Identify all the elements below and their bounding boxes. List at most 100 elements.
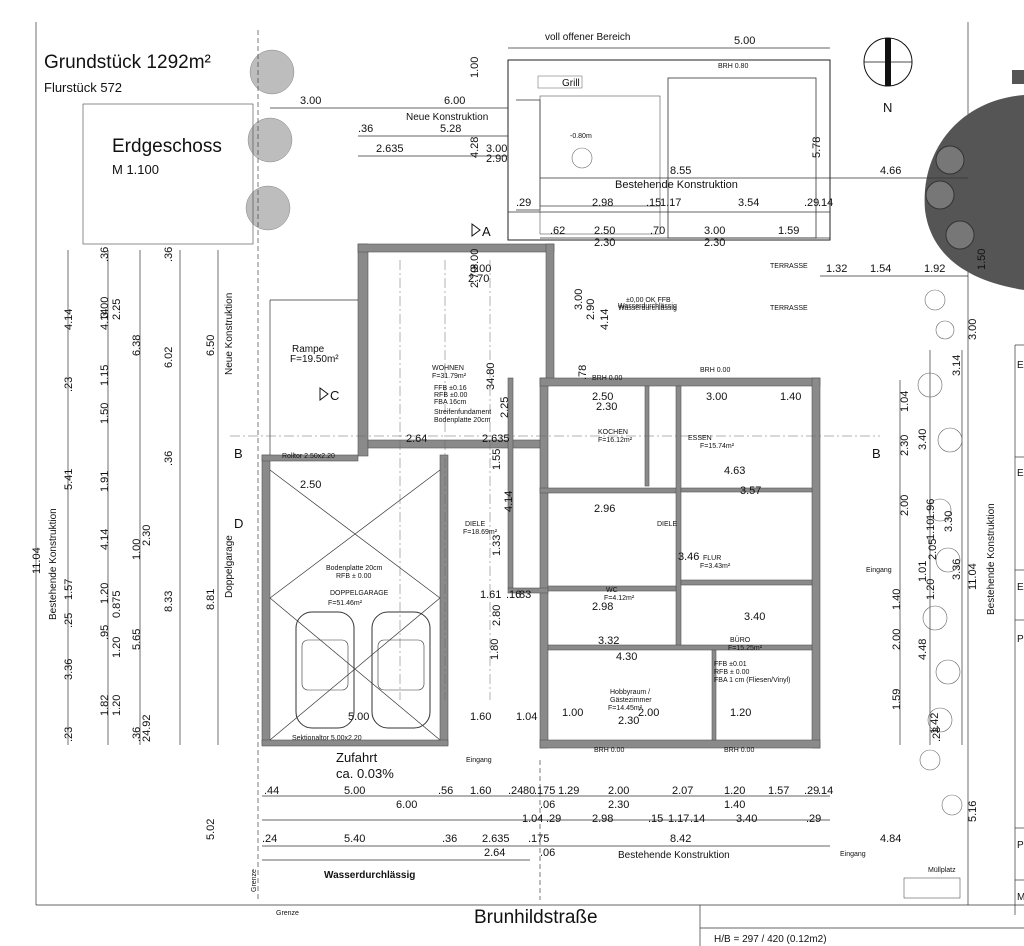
dim-v-61: 1.01 bbox=[917, 561, 929, 582]
dim-h-88: .06 bbox=[540, 847, 555, 859]
existing-left-vertical: Bestehende Konstruktion bbox=[48, 508, 59, 620]
title-block: Grundstück 1292m² Flurstück 572 Erdgesch… bbox=[44, 52, 254, 245]
dim-h-34: 2.635 bbox=[482, 433, 510, 445]
legend-letters: E E E P P M bbox=[1017, 360, 1024, 903]
dim-h-77: .14 bbox=[690, 813, 705, 825]
dim-h-73: .29 bbox=[546, 813, 561, 825]
dim-v-62: 1.20 bbox=[925, 579, 937, 600]
dim-h-84: .175 bbox=[528, 833, 549, 845]
dim-v-24: 1.57 bbox=[63, 579, 75, 600]
dim-v-46: 34.80 bbox=[485, 362, 497, 390]
room-garage-area: F=51.46m² bbox=[328, 600, 363, 607]
dim-h-60: .175 bbox=[534, 785, 555, 797]
brh-bottom-2: BRH 0.00 bbox=[724, 747, 754, 754]
dim-v-37: .36 bbox=[131, 727, 143, 742]
dim-h-43: 2.98 bbox=[592, 601, 613, 613]
dim-v-63: 1.40 bbox=[891, 589, 903, 610]
dim-h-41: .16 bbox=[506, 589, 521, 601]
dim-h-38: 2.96 bbox=[594, 503, 615, 515]
dim-v-4: 3.00 bbox=[967, 319, 979, 340]
buero-ffb: FFB ±0.01 bbox=[714, 661, 747, 668]
dim-h-79: .29 bbox=[806, 813, 821, 825]
dim-h-9: 4.66 bbox=[880, 165, 901, 177]
dim-h-35: 4.63 bbox=[724, 465, 745, 477]
dim-v-1: 4.28 bbox=[469, 137, 481, 158]
dim-v-69: 11.04 bbox=[967, 563, 979, 590]
garage-base-plate: Bodenplatte 20cm bbox=[326, 565, 383, 572]
dim-h-86: 4.84 bbox=[880, 833, 901, 845]
dim-v-66: 1.59 bbox=[891, 689, 903, 710]
dim-h-25: 1.54 bbox=[870, 263, 891, 275]
ramp-area: F=19.50m² bbox=[290, 354, 339, 365]
dim-v-14: .23 bbox=[63, 377, 75, 392]
dim-h-2: 6.00 bbox=[444, 95, 465, 107]
pool-level: -0.80m bbox=[570, 133, 592, 140]
dim-v-5: .36 bbox=[99, 247, 111, 262]
dim-h-85: 8.42 bbox=[670, 833, 691, 845]
dim-h-70: 1.40 bbox=[724, 799, 745, 811]
dim-v-58: 1.10 bbox=[925, 519, 937, 540]
left-trees bbox=[245, 30, 295, 900]
new-construction-top: Neue Konstruktion bbox=[406, 112, 488, 123]
dim-h-5: 2.635 bbox=[376, 143, 404, 155]
dim-v-39: 5.02 bbox=[205, 819, 217, 840]
dim-h-27: 3.00 bbox=[470, 263, 491, 275]
room-essen-area: F=15.74m² bbox=[700, 443, 735, 450]
cut-d: D bbox=[234, 516, 243, 531]
top-terrace: voll offener Bereich Grill -0.80m BRH 0.… bbox=[507, 32, 831, 241]
dim-h-29: 2.50 bbox=[592, 391, 613, 403]
dim-h-76: 1.17 bbox=[668, 813, 689, 825]
dim-h-65: 1.57 bbox=[768, 785, 789, 797]
dim-v-25: 1.20 bbox=[99, 583, 111, 604]
dim-h-81: 5.40 bbox=[344, 833, 365, 845]
dim-v-54: 2.30 bbox=[899, 435, 911, 456]
permeable-top: Wasserdurchlässig bbox=[618, 303, 677, 310]
buero-rfb: RFB ± 0.00 bbox=[714, 669, 749, 676]
dim-h-30: 2.30 bbox=[596, 401, 617, 413]
dim-h-18: 2.50 bbox=[594, 225, 615, 237]
entrance-right: Eingang bbox=[866, 567, 892, 574]
right-dimension-lines bbox=[899, 350, 963, 745]
dim-v-70: 5.16 bbox=[967, 801, 979, 822]
dim-h-50: 1.00 bbox=[562, 707, 583, 719]
room-hobby-area: F=14.45m² bbox=[608, 705, 643, 712]
house-walls bbox=[261, 243, 821, 749]
legend-letter-6: M bbox=[1017, 892, 1024, 903]
dim-v-60: 2.05 bbox=[927, 539, 939, 560]
waste-label: Müllplatz bbox=[928, 867, 956, 874]
room-flur: FLUR bbox=[703, 555, 721, 562]
north-arrow: N bbox=[863, 37, 913, 115]
room-wohnen: WOHNEN bbox=[432, 365, 464, 372]
dim-h-37: 2.50 bbox=[300, 479, 321, 491]
dim-h-10: .29 bbox=[516, 197, 531, 209]
dim-v-42: 3.00 bbox=[573, 289, 585, 310]
ffb-level: ±0,00 OK FFB bbox=[626, 297, 671, 304]
dim-v-34: 1.82 bbox=[99, 695, 111, 716]
dim-h-15: .29 bbox=[804, 197, 819, 209]
driveway-slope: ca. 0.03% bbox=[336, 766, 394, 781]
dim-v-19: 1.91 bbox=[99, 471, 111, 492]
bottom-labels: Zufahrt ca. 0.03% Eingang Eingang Eingan… bbox=[251, 567, 961, 945]
strip-base: Bodenplatte 20cm bbox=[434, 417, 491, 424]
dim-v-48: 1.55 bbox=[491, 449, 503, 470]
permeable-bottom: Wasserdurchlässig bbox=[324, 870, 415, 881]
dim-v-8: 2.25 bbox=[111, 299, 123, 320]
dim-v-38: 24.92 bbox=[141, 714, 153, 742]
dim-v-28: .95 bbox=[99, 625, 111, 640]
entrance-bottom: Eingang bbox=[466, 757, 492, 764]
legend-letter-3: E bbox=[1017, 582, 1024, 593]
dim-h-75: .15 bbox=[648, 813, 663, 825]
driveway-label: Zufahrt bbox=[336, 750, 378, 765]
dim-v-47: 2.25 bbox=[499, 397, 511, 418]
dim-h-16: .14 bbox=[818, 197, 833, 209]
dim-h-57: 1.60 bbox=[470, 785, 491, 797]
dim-v-41: 2.70 bbox=[469, 267, 481, 288]
new-construction-vertical: Neue Konstruktion bbox=[224, 293, 235, 375]
parcel-number: Flurstück 572 bbox=[44, 80, 122, 95]
grid-lines bbox=[230, 260, 880, 700]
wohnen-fba: FBA 16cm bbox=[434, 399, 466, 406]
dim-h-63: 2.07 bbox=[672, 785, 693, 797]
left-dimension-lines bbox=[67, 250, 219, 745]
